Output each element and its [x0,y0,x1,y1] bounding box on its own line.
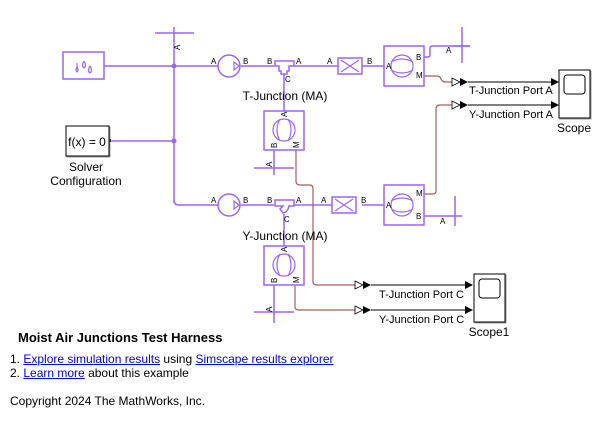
ref-port-label: A [265,306,274,312]
flow-sensor-y-branch[interactable]: A B M [263,245,305,286]
t-junction-label: T-Junction (MA) [243,89,328,103]
svg-text:B: B [270,278,279,283]
svg-text:M: M [292,141,301,148]
svg-text:A: A [386,201,392,210]
flow-sensor-top-right[interactable]: A B M [383,45,425,87]
svg-text:M: M [416,71,423,80]
scope1-block[interactable] [473,273,506,323]
svg-text:A: A [321,196,327,205]
svg-text:B: B [267,57,272,66]
physical-signal-connections [294,75,452,311]
svg-text:M: M [416,189,423,198]
svg-text:A: A [386,62,392,71]
model-title: Moist Air Junctions Test Harness [18,330,223,345]
y-junction-label: Y-Junction (MA) [243,229,328,243]
scope-block[interactable] [558,69,591,119]
copyright: Copyright 2024 The MathWorks, Inc. [10,394,205,408]
svg-text:B: B [270,143,279,148]
svg-text:B: B [367,57,372,66]
solver-label-2: Configuration [50,174,121,188]
restriction-top[interactable]: A B [327,57,372,75]
svg-text:B: B [243,196,248,205]
model-annotation: Moist Air Junctions Test Harness 1. Expl… [10,330,334,408]
signal-label-t-port-c: T-Junction Port C [379,289,464,301]
solver-label-1: Solver [69,160,103,174]
svg-text:M: M [292,276,301,283]
svg-text:A: A [296,196,302,205]
annotation-item-2: 2. Learn more about this example [10,366,189,380]
physical-connections [104,27,470,323]
y-junction-block[interactable]: B A C [267,196,302,224]
results-explorer-link[interactable]: Simscape results explorer [195,352,334,366]
scope-label: Scope [557,121,591,135]
svg-text:B: B [416,53,421,62]
svg-text:C: C [284,215,290,224]
signal-label-y-port-a: Y-Junction Port A [469,109,554,121]
ref-port-label: A [173,44,182,50]
svg-text:B: B [416,212,421,221]
solver-text: f(x) = 0 [68,135,106,149]
svg-text:A: A [280,246,289,252]
solver-configuration-block[interactable]: f(x) = 0 [65,125,111,157]
svg-text:C: C [285,75,291,84]
explore-results-link[interactable]: Explore simulation results [23,352,161,366]
svg-text:B: B [243,57,248,66]
flow-source-top[interactable]: A B [211,54,248,78]
junction-dot [171,63,177,69]
flow-sensor-bottom-right[interactable]: A M B [383,184,425,226]
restriction-bottom[interactable]: A B [321,196,366,214]
flow-source-bottom[interactable]: A B [211,193,248,217]
scope1-label: Scope1 [469,325,510,339]
svg-text:A: A [211,57,217,66]
svg-text:B: B [361,196,366,205]
ref-port-label: A [446,46,452,55]
signal-label-t-port-a: T-Junction Port A [469,85,553,97]
svg-text:A: A [327,57,333,66]
ref-port-label: A [265,161,274,167]
svg-text:A: A [211,196,217,205]
t-junction-block[interactable]: B A C [267,57,302,84]
moisture-source-block[interactable] [62,51,105,80]
svg-text:A: A [280,111,289,117]
junction-dot [171,138,177,144]
simulink-signals [371,78,559,314]
signal-label-y-port-c: Y-Junction Port C [379,314,464,326]
svg-text:A: A [296,57,302,66]
water-drops-icon [75,60,93,74]
learn-more-link[interactable]: Learn more [23,366,85,380]
ref-port-label: A [440,217,446,226]
svg-text:B: B [267,196,272,205]
annotation-item-1: 1. Explore simulation results using Sims… [10,352,334,366]
ps-converters [354,77,468,315]
flow-sensor-t-branch[interactable]: A B M [263,110,305,151]
